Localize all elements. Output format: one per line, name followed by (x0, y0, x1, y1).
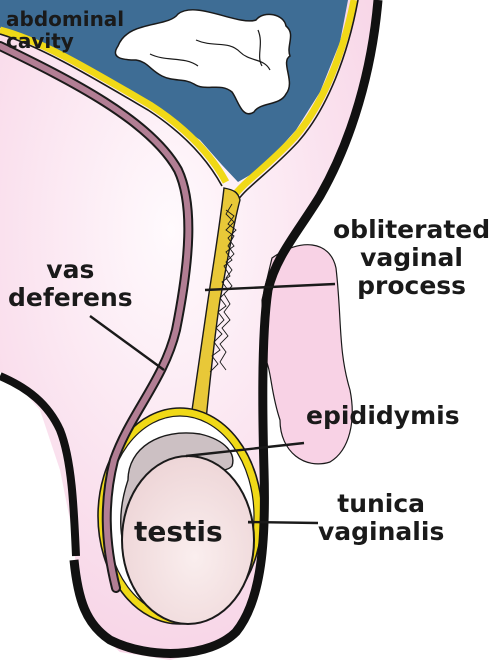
label-obliterated-vaginal-process-line-3: process (357, 271, 467, 300)
label-testis-line-1: testis (134, 515, 223, 548)
label-testis: testis (134, 515, 223, 548)
peritoneum-left (0, 26, 230, 184)
intestine-crease-3 (257, 29, 263, 67)
label-epididymis: epididymis (306, 402, 460, 430)
scrotal-wall-left (0, 372, 80, 557)
leader-epididymis (185, 441, 305, 458)
label-obliterated-vaginal-process-line-1: obliterated (333, 215, 491, 244)
leader-tunica-vaginalis (247, 520, 319, 525)
vaginal-process-cord (189, 187, 241, 425)
label-epididymis-line-1: epididymis (306, 401, 460, 430)
label-vas-deferens-line-2: deferens (8, 283, 133, 312)
peritoneum-right-edge (237, 0, 359, 201)
intestine-crease-2 (149, 53, 199, 67)
body-tissue (0, 0, 380, 660)
epididymis-flap (261, 244, 353, 465)
label-vas-deferens: vas deferens (8, 256, 133, 312)
label-abdominal-cavity-line-2: cavity (6, 29, 74, 54)
intestine-loops (114, 9, 292, 115)
label-tunica-vaginalis: tunica vaginalis (318, 490, 444, 546)
label-abdominal-cavity: abdominal cavity (6, 8, 124, 53)
leader-vas-deferens (89, 315, 165, 371)
label-tunica-vaginalis-line-1: tunica (337, 489, 426, 518)
label-obliterated-vaginal-process-line-2: vaginal (360, 243, 463, 272)
peritoneum-left-edge (0, 33, 223, 187)
peritoneum-right (231, 0, 358, 199)
label-tunica-vaginalis-line-2: vaginalis (318, 517, 445, 546)
scrotal-wall-right (69, 0, 383, 658)
label-vas-deferens-line-1: vas (46, 255, 95, 284)
leader-obliterated-vaginal-process (204, 282, 336, 292)
intestine-crease-1 (195, 39, 271, 71)
label-abdominal-cavity-line-1: abdominal (6, 7, 125, 31)
label-obliterated-vaginal-process: obliterated vaginal process (333, 216, 490, 300)
vas-deferens-lumen (0, 43, 192, 591)
